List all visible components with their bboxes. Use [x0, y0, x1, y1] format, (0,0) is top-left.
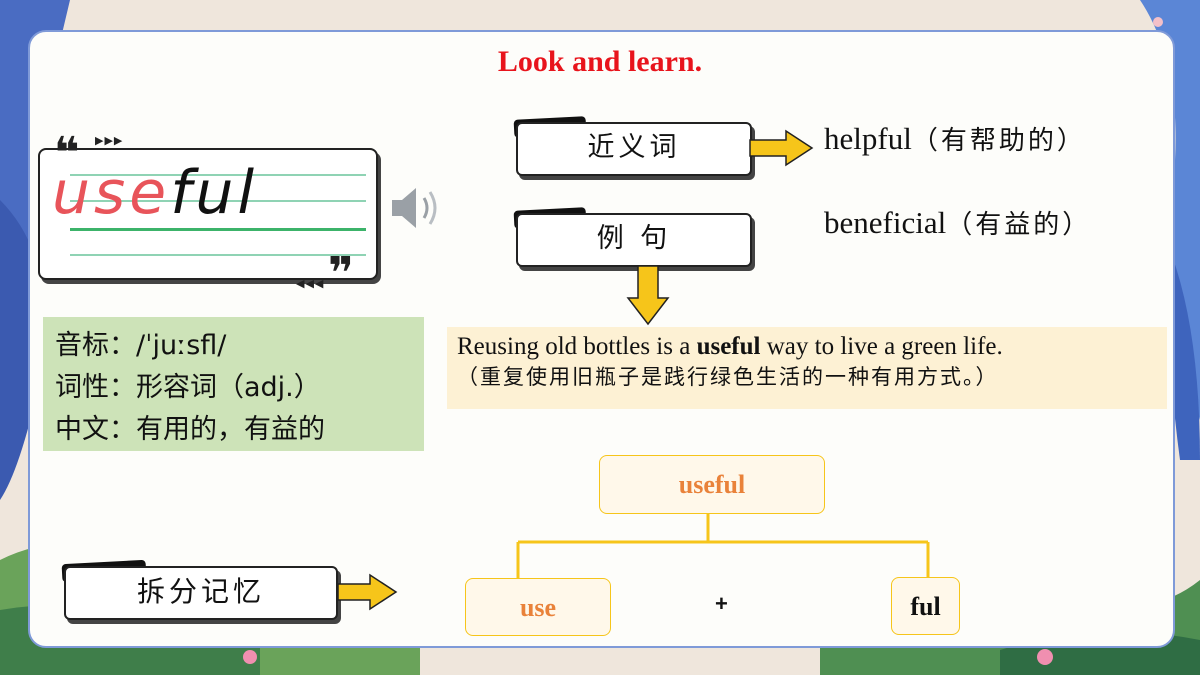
meaning-line: 中文：有用的，有益的 [55, 414, 325, 445]
tree-part-use: use [465, 578, 611, 636]
tree-part-ful: ful [891, 577, 960, 635]
word-info-box: 音标：/ˈjuːsfl/ 词性：形容词（adj.） 中文：有用的，有益的 [43, 317, 424, 451]
vocabulary-word: useful [52, 158, 258, 228]
tree-connector [516, 512, 930, 582]
word-part-use: use [52, 158, 171, 228]
example-translation: （重复使用旧瓶子是践行绿色生活的一种有用方式。） [457, 365, 999, 389]
arrow-down-icon [626, 265, 670, 326]
triangles-icon: ▶▶▶ [95, 134, 124, 147]
arrow-right-icon [337, 573, 398, 611]
synonym-label: 近义词 [516, 122, 752, 176]
keyword-useful: useful [696, 333, 761, 360]
split-memory-label: 拆分记忆 [64, 566, 338, 620]
tree-root-useful: useful [599, 455, 825, 514]
word-part-ful: ful [170, 158, 259, 228]
example-sentence-box: Reusing old bottles is a useful way to l… [447, 327, 1167, 409]
speaker-icon[interactable] [388, 180, 448, 236]
synonym-helpful: helpful（有帮助的） [824, 121, 1086, 156]
writing-lines [70, 174, 366, 256]
phonetic-line: 音标：/ˈjuːsfl/ [55, 330, 227, 361]
plus-sign: + [715, 591, 728, 616]
synonym-beneficial: beneficial（有益的） [824, 205, 1092, 240]
word-card [38, 148, 378, 280]
example-sentence: Reusing old bottles is a useful way to l… [457, 333, 1003, 360]
part-of-speech-line: 词性：形容词（adj.） [55, 372, 321, 403]
arrow-right-icon [749, 129, 814, 167]
example-label: 例 句 [516, 213, 752, 267]
close-quote-icon: ❞ [328, 248, 354, 299]
page-title: Look and learn. [497, 45, 703, 78]
triangles-icon: ◀◀◀ [296, 277, 325, 290]
open-quote-icon: ❝ [54, 128, 80, 179]
